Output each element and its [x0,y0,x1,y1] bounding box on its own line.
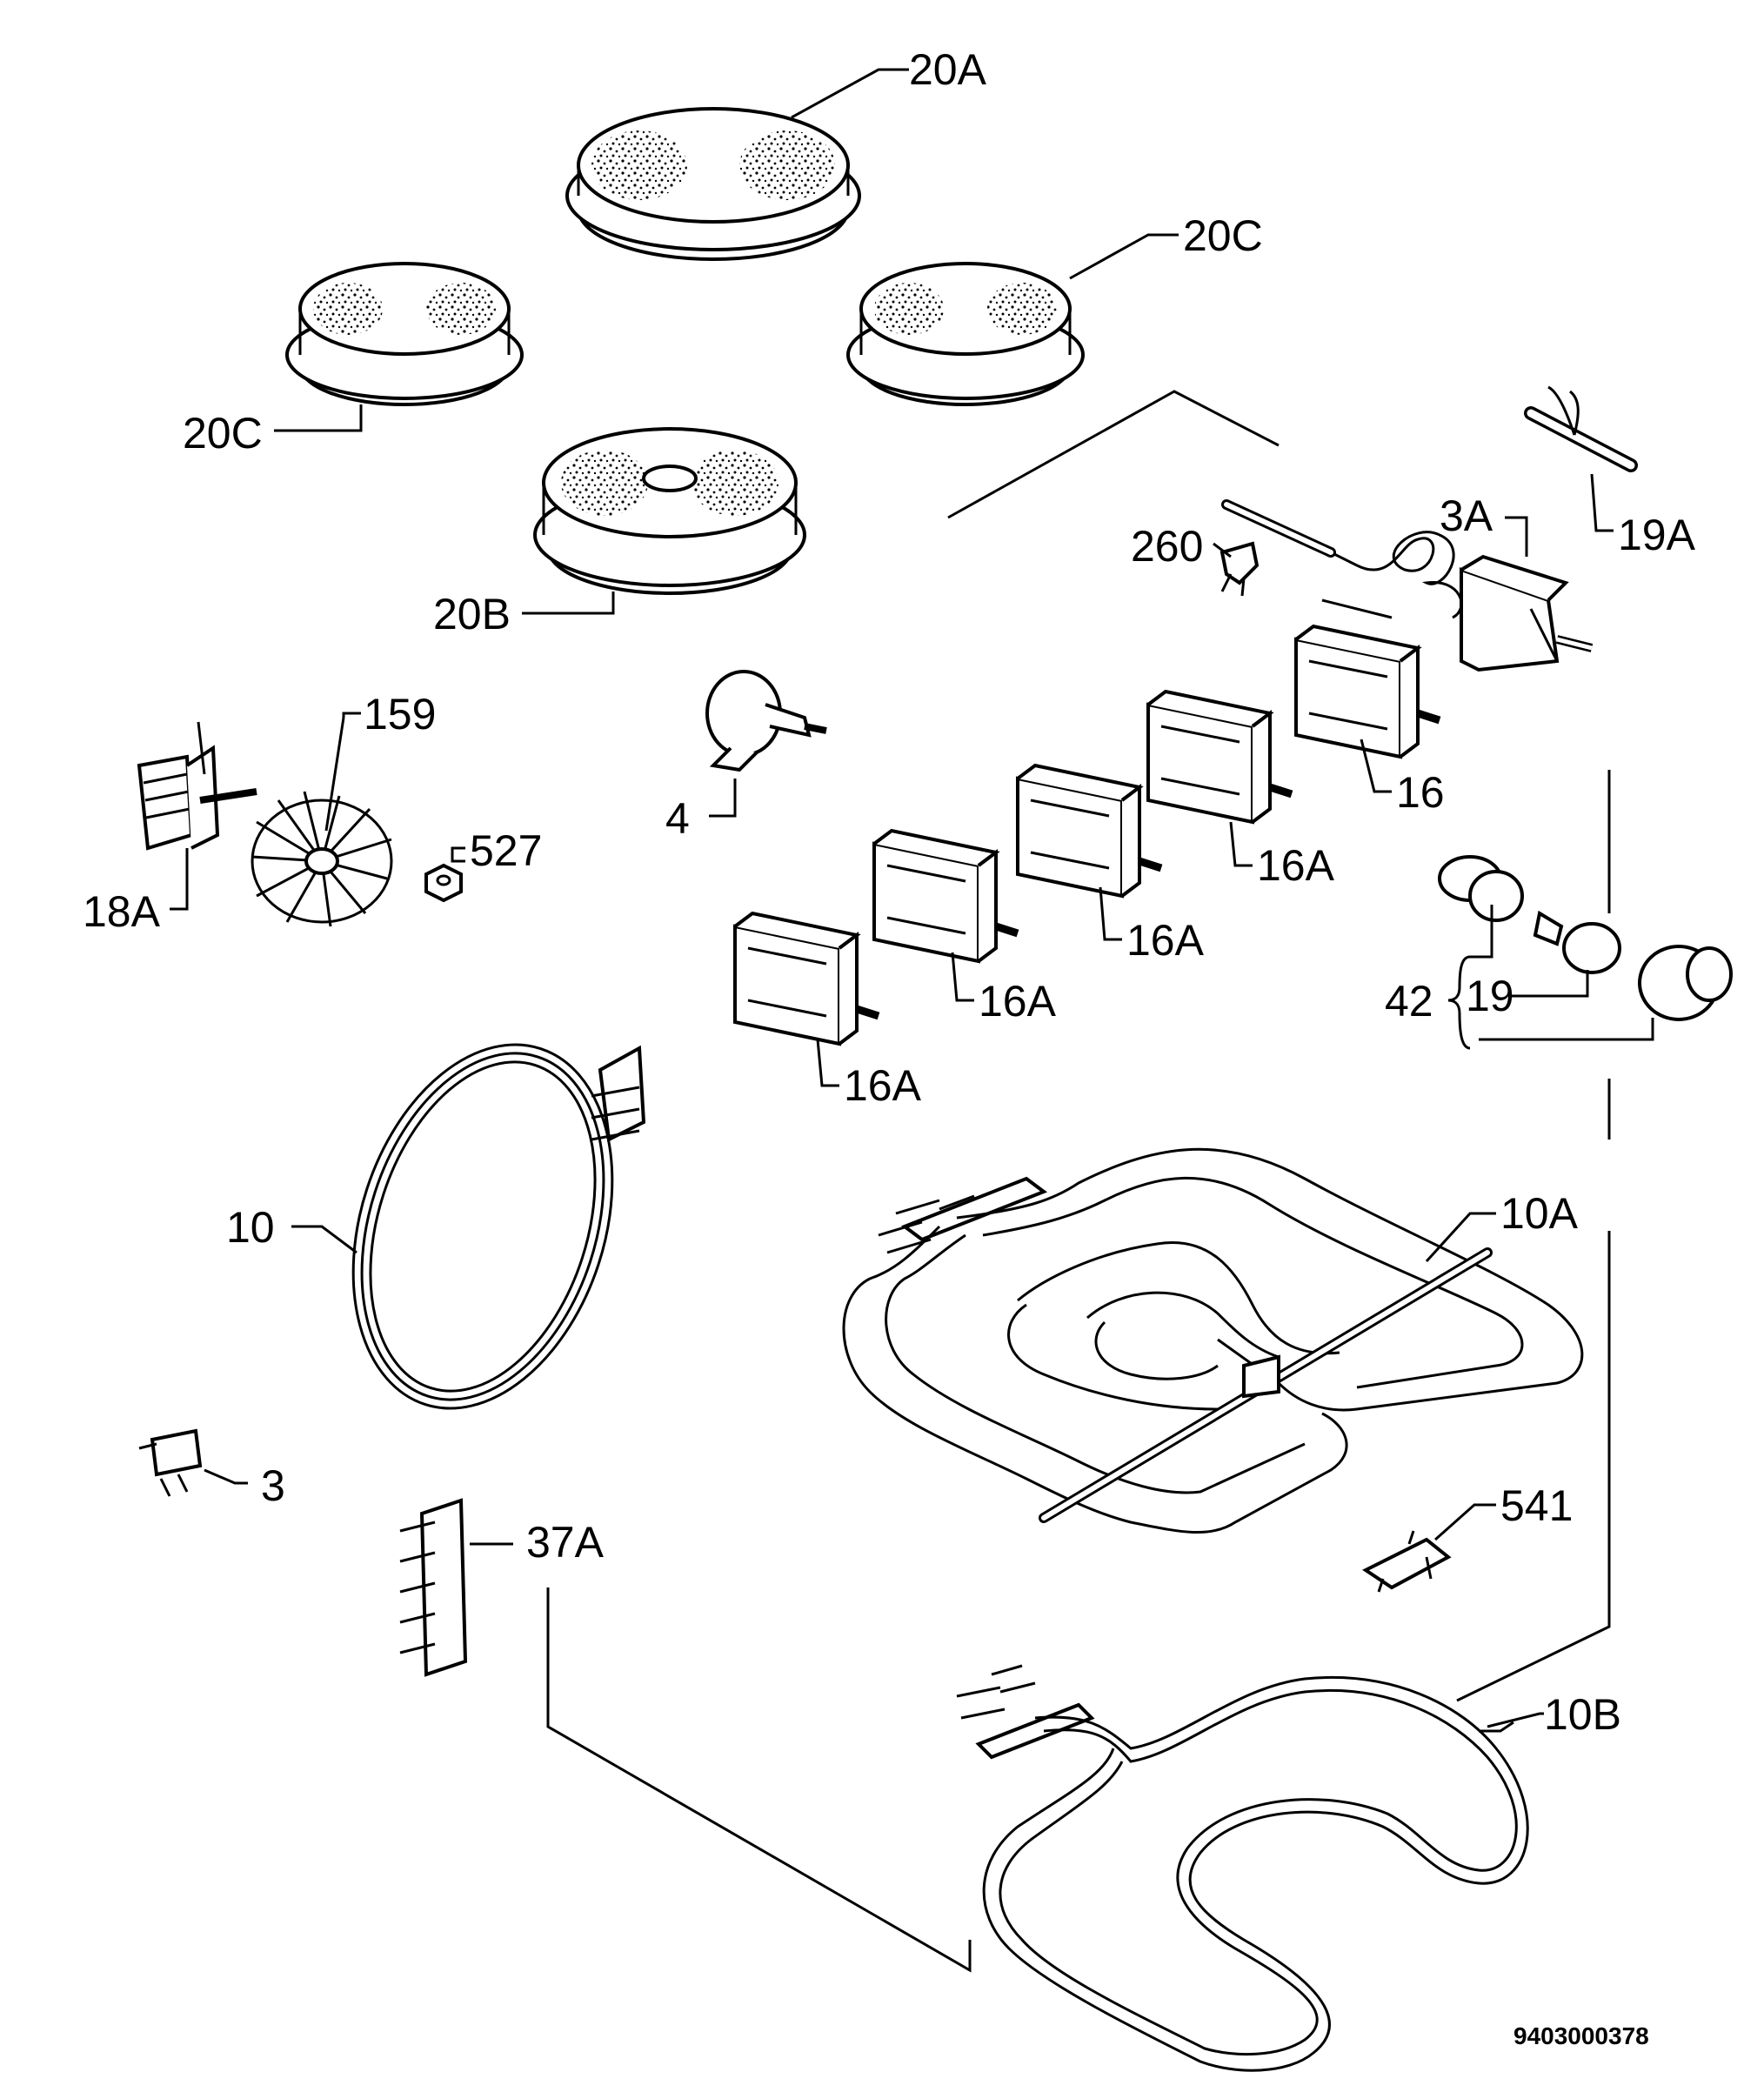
hotplate-20a [565,107,861,261]
lamp-cover [1638,945,1733,1021]
label-20c-left: 20C [183,409,263,458]
bottom-element-10b [956,1664,1529,2072]
selector-switch-16a-1 [1146,689,1293,825]
label-10a: 10A [1500,1189,1579,1238]
label-19a: 19A [1618,511,1696,559]
label-16a-3: 16A [979,977,1057,1026]
label-37a: 37A [526,1518,605,1567]
leader-lines [170,68,1654,1733]
label-20a: 20A [909,45,987,94]
grill-element-10a [842,1147,1584,1534]
circular-element-10 [351,1043,646,1410]
center-hole [642,465,698,492]
heating-surface-right [987,283,1057,335]
heating-surface-right [692,450,778,516]
fan-motor-18a [137,721,257,851]
lamp-bulb-19 [1533,910,1621,974]
sensor-19a [1524,385,1638,472]
clip-541 [1362,1530,1452,1593]
heating-surface-left [874,283,944,335]
label-16: 16 [1396,768,1445,817]
label-541: 541 [1500,1481,1573,1530]
terminal-block-37a [399,1498,468,1677]
label-20c-right: 20C [1183,211,1263,260]
label-3: 3 [261,1461,285,1510]
label-4: 4 [665,794,690,843]
hotplate-20b [533,427,806,595]
label-19: 19 [1466,972,1514,1020]
heating-surface-right [426,283,496,335]
clip-260 [1219,541,1260,597]
selector-switch-16a-3 [872,828,1019,964]
label-16a-4: 16A [844,1061,922,1110]
assembly-outline-lines [546,390,1611,1973]
selector-switch-16a-2 [1016,763,1163,899]
fan-blade-159 [251,791,393,927]
heating-surface-left [313,283,383,335]
label-10b: 10B [1544,1690,1621,1739]
selector-switch-16a-4 [733,911,880,1046]
terminal-3 [138,1428,203,1497]
lamp-holder [1438,855,1524,922]
label-18a: 18A [83,887,161,936]
label-10: 10 [226,1203,275,1252]
hotplate-20c-right [846,262,1085,406]
label-16a-2: 16A [1126,916,1205,965]
label-20b: 20B [433,590,511,638]
label-42: 42 [1385,977,1433,1026]
label-159: 159 [364,690,436,739]
heating-surface-left [561,450,648,516]
heating-surface-left [591,130,687,200]
label-3a: 3A [1440,491,1493,540]
drawing-code: 9403000378 [1513,2022,1649,2049]
heating-surface-right [739,130,835,200]
thermostat-3a [1221,499,1594,672]
label-260: 260 [1131,522,1203,571]
label-527: 527 [470,826,542,875]
part-labels: 20A 20C 20C 20B 19A 3A 260 159 527 18A 4… [83,45,1696,2049]
hotplate-20c-left [285,262,524,406]
selector-switch-16 [1294,624,1441,759]
control-switch-4 [705,670,827,772]
label-16a-1: 16A [1257,841,1335,890]
nut-527 [424,863,463,903]
